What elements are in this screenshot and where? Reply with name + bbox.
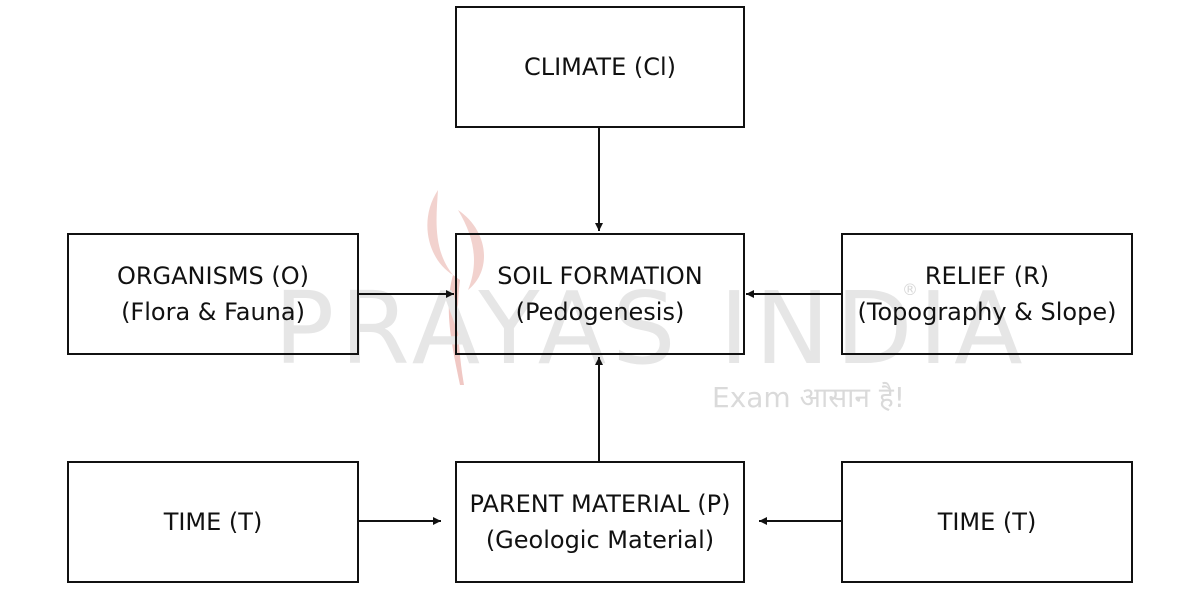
watermark-tagline: Exam आसान है! [712,381,905,414]
node-organisms-label: ORGANISMS (O) [116,262,310,290]
node-organisms: ORGANISMS (O) (Flora & Fauna) [67,233,359,355]
node-parent-material-sublabel: (Geologic Material) [485,526,715,554]
node-parent-material: PARENT MATERIAL (P) (Geologic Material) [455,461,745,583]
node-relief: RELIEF (R) (Topography & Slope) [841,233,1133,355]
node-soil-formation-sublabel: (Pedogenesis) [515,298,685,326]
node-time-left-label: TIME (T) [163,508,263,536]
watermark-registered-mark: ® [902,280,918,299]
node-climate: CLIMATE (Cl) [455,6,745,128]
node-time-right-label: TIME (T) [937,508,1037,536]
watermark-brand: PRAYAS INDIA [274,270,1029,387]
node-organisms-sublabel: (Flora & Fauna) [121,298,305,326]
node-time-left: TIME (T) [67,461,359,583]
node-relief-label: RELIEF (R) [924,262,1050,290]
node-climate-label: CLIMATE (Cl) [523,53,677,81]
node-soil-formation-label: SOIL FORMATION [497,262,703,290]
node-relief-sublabel: (Topography & Slope) [857,298,1117,326]
node-parent-material-label: PARENT MATERIAL (P) [469,490,731,518]
node-time-right: TIME (T) [841,461,1133,583]
node-soil-formation: SOIL FORMATION (Pedogenesis) [455,233,745,355]
